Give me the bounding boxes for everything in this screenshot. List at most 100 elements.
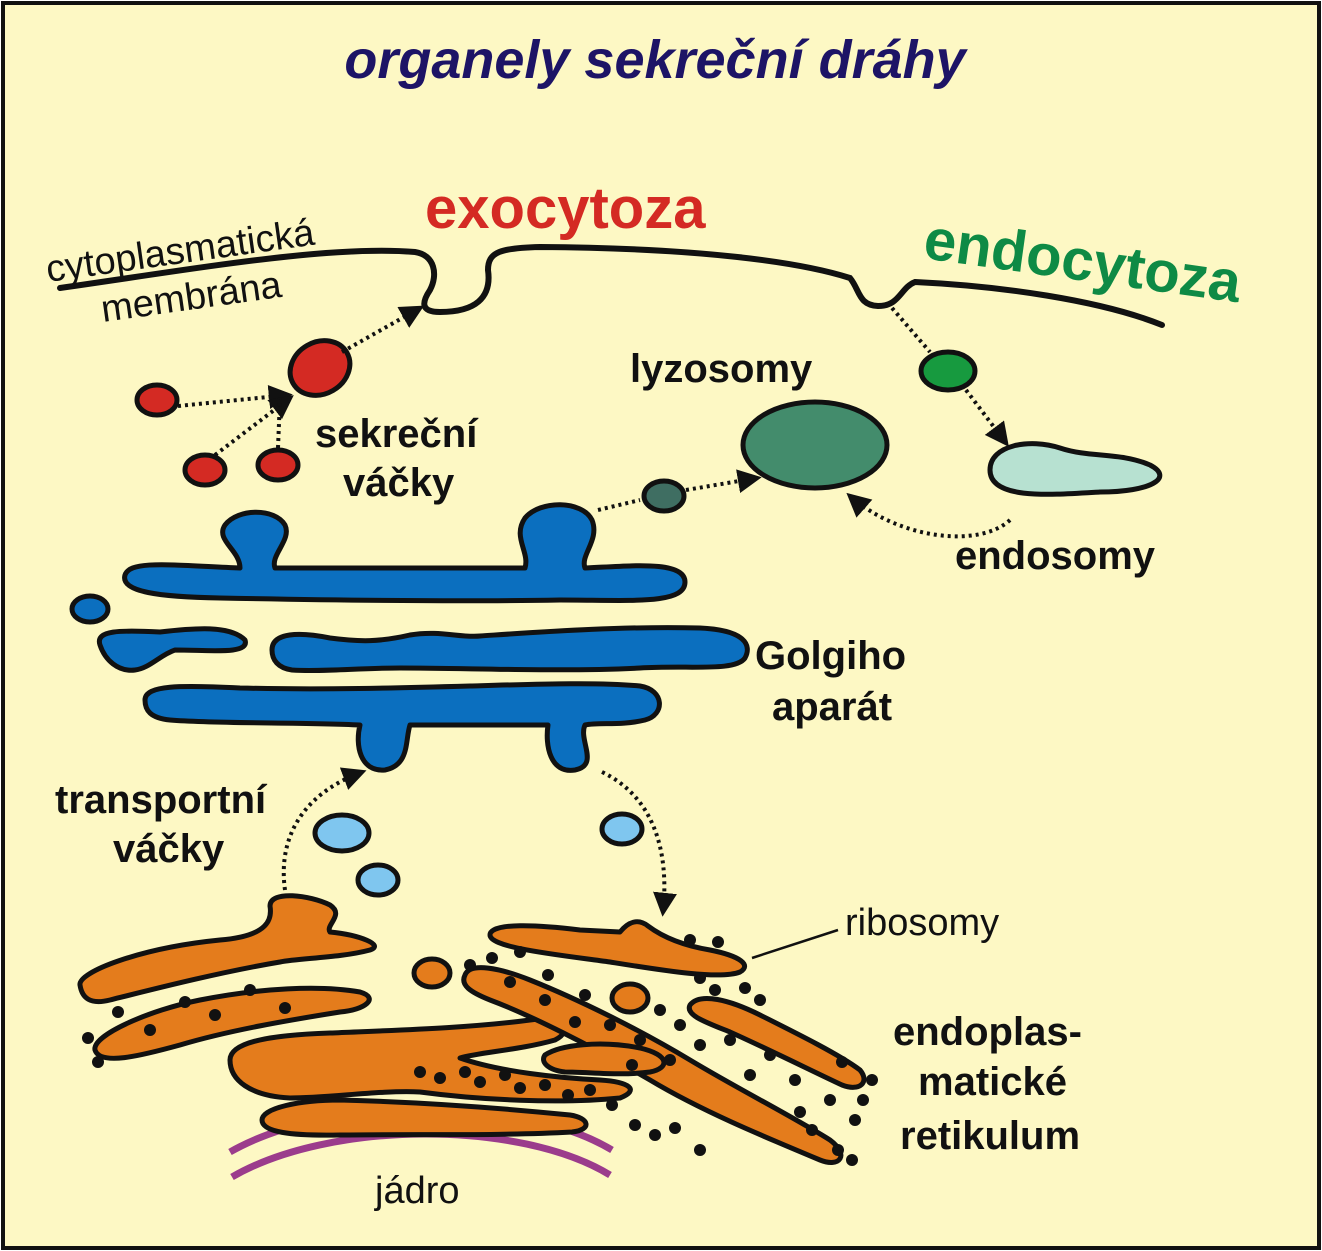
ribosome — [674, 1019, 686, 1031]
ribosome — [794, 1106, 806, 1118]
ribosome — [542, 969, 554, 981]
ribosome — [744, 1069, 756, 1081]
golgi-cisterna-middle — [269, 625, 750, 674]
ribosome — [654, 1004, 666, 1016]
er-label-line1: endoplas- — [893, 1010, 1082, 1054]
ribosome — [789, 1074, 801, 1086]
ribosome — [694, 1039, 706, 1051]
ribosome — [474, 1076, 486, 1088]
ribosome — [754, 994, 766, 1006]
ribosome — [144, 1024, 156, 1036]
ribosomes-label: ribosomy — [845, 902, 999, 944]
ribosome — [584, 1084, 596, 1096]
endosome — [987, 441, 1163, 497]
ribosome — [866, 1074, 878, 1086]
ribosome — [464, 959, 476, 971]
ribosome — [739, 982, 751, 994]
secretory-vesicles-label-line1: sekreční — [315, 412, 479, 456]
ribosome — [82, 1032, 94, 1044]
transport-vesicles-label-line1: transportní — [55, 778, 268, 822]
ribosome — [244, 984, 256, 996]
ribosome — [626, 1059, 638, 1071]
ribosome — [634, 1034, 646, 1046]
exocytosis-arrow — [341, 305, 425, 354]
endoplasmic-reticulum — [77, 893, 867, 1165]
er-cisterna — [541, 1041, 667, 1077]
ribosome — [179, 996, 191, 1008]
secretory-vesicle — [134, 382, 180, 418]
ribosome — [514, 946, 526, 958]
ribosome — [724, 1034, 736, 1046]
ribosome — [504, 976, 516, 988]
ribosome — [459, 1066, 471, 1078]
ribosome — [694, 972, 706, 984]
golgi-vesicle — [69, 593, 111, 625]
plasma-membrane — [57, 243, 1165, 328]
ribosome — [684, 934, 696, 946]
er-cisterna — [487, 919, 748, 978]
ribosome — [764, 1049, 776, 1061]
ribosome — [209, 1009, 221, 1021]
secretory-vesicle-large — [287, 338, 353, 398]
ribosome — [832, 1144, 844, 1156]
transport-vesicle — [599, 811, 645, 847]
ribosome — [664, 1054, 676, 1066]
endosome-to-lysosome-arrow — [846, 492, 1012, 539]
ribosome — [539, 1079, 551, 1091]
ribosome — [849, 1114, 861, 1126]
nucleus-label: jádro — [374, 1170, 460, 1212]
er-to-golgi-arrow — [281, 767, 367, 891]
golgi-to-er-arrow — [601, 770, 677, 917]
endosomes-label: endosomy — [955, 534, 1156, 578]
golgi-to-lysosome-arrow — [685, 469, 762, 494]
ribosome — [712, 936, 724, 948]
transport-vesicle — [355, 862, 401, 898]
ribosome — [92, 1056, 104, 1068]
ribosome — [629, 1119, 641, 1131]
secretory-vesicles-label-line2: váčky — [343, 461, 455, 505]
ribosome — [499, 1069, 511, 1081]
ribosome — [514, 1082, 526, 1094]
er-vesicle — [411, 956, 453, 990]
ribosome — [824, 1094, 836, 1106]
golgi-cisterna-left-fragment — [96, 626, 248, 673]
lysosomes-label: lyzosomy — [630, 347, 813, 391]
vesicle-fusion-arrow — [276, 397, 282, 449]
golgi-cisterna-top — [122, 502, 688, 604]
er-label-line3: retikulum — [900, 1114, 1080, 1158]
endocytosis-arrow — [890, 306, 932, 354]
ribosome — [112, 1006, 124, 1018]
er-label-line2: matické — [918, 1060, 1067, 1104]
ribosome — [694, 1144, 706, 1156]
ribosome — [434, 1072, 446, 1084]
endocytic-vesicle — [918, 349, 978, 393]
secretory-vesicle — [182, 452, 228, 488]
ribosomes — [82, 934, 878, 1166]
ribosome — [836, 1056, 848, 1068]
ribosome — [857, 1094, 869, 1106]
golgi-apparatus — [69, 502, 750, 773]
ribosome — [846, 1154, 858, 1166]
ribosome — [669, 1122, 681, 1134]
ribosome — [606, 1099, 618, 1111]
er-cisterna — [686, 995, 867, 1090]
transport-vesicle — [312, 812, 372, 854]
ribosome — [539, 994, 551, 1006]
ribosome — [579, 989, 591, 1001]
ribosome-pointer-line — [751, 928, 839, 960]
er-cisterna — [227, 1016, 633, 1104]
diagram-title: organely sekreční dráhy — [344, 30, 968, 90]
secretory-vesicles — [134, 338, 353, 488]
ribosome — [806, 1124, 818, 1136]
small-lysosome-vesicle — [641, 478, 687, 514]
golgi-cisterna-bottom — [142, 681, 662, 773]
ribosome — [414, 1066, 426, 1078]
vesicle-fusion-arrow — [213, 395, 294, 457]
ribosome — [486, 952, 498, 964]
ribosome — [279, 1002, 291, 1014]
secretory-vesicle — [255, 447, 301, 483]
er-cisterna — [259, 1097, 589, 1138]
lysosome — [740, 399, 890, 491]
